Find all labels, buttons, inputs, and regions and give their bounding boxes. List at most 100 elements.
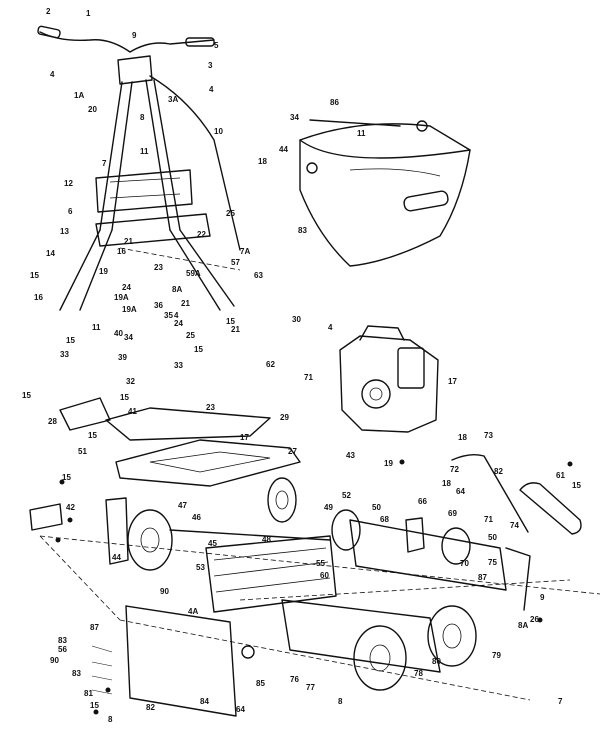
part-callout: 8 [338,697,343,706]
part-callout: 82 [494,467,503,476]
part-callout: 9 [540,593,545,602]
part-callout: 72 [450,465,459,474]
part-callout: 35 [164,311,173,320]
reel-chassis [29,497,507,717]
part-callout: 57 [231,258,240,267]
part-callout: 90 [160,587,169,596]
part-callout: 68 [380,515,389,524]
part-callout: 28 [48,417,57,426]
part-callout: 4 [174,311,179,320]
part-callout: 40 [114,329,123,338]
part-callout: 73 [484,431,493,440]
part-callout: 1 [86,9,91,18]
part-callout: 8 [108,715,113,724]
part-callout: 8A [518,621,528,630]
part-callout: 1A [74,91,84,100]
part-callout: 11 [92,323,101,332]
part-callout: 83 [298,226,307,235]
handle-assembly [37,25,241,311]
part-callout: 39 [118,353,127,362]
part-callout: 15 [572,481,581,490]
part-callout: 15 [62,473,71,482]
part-callout: 79 [492,651,501,660]
grass-bag [299,119,471,267]
part-callout: 83 [58,636,67,645]
part-callout: 44 [279,145,288,154]
part-callout: 10 [214,127,223,136]
part-callout: 32 [126,377,135,386]
part-callout: 14 [46,249,55,258]
part-callout: 19 [99,267,108,276]
part-callout: 42 [66,503,75,512]
part-callout: 18 [258,157,267,166]
part-callout: 33 [60,350,69,359]
part-callout: 71 [484,515,493,524]
part-callout: 74 [510,521,519,530]
part-callout: 53 [196,563,205,572]
part-callout: 15 [90,701,99,710]
wheels [127,477,477,691]
part-callout: 70 [460,559,469,568]
part-callout: 15 [22,391,31,400]
part-callout: 20 [88,105,97,114]
part-callout: 2 [46,7,51,16]
part-callout: 21 [124,237,133,246]
part-callout: 24 [122,283,131,292]
part-callout: 18 [458,433,467,442]
part-callout: 25 [186,331,195,340]
part-callout: 45 [208,539,217,548]
part-callout: 16 [34,293,43,302]
part-callout: 16 [117,247,126,256]
part-callout: 11 [357,129,366,138]
side-linkage [405,453,582,611]
part-callout: 7 [558,697,563,706]
part-callout: 49 [324,503,333,512]
part-callout: 59A [186,269,201,278]
part-callout: 5 [214,41,219,50]
part-callout: 84 [200,697,209,706]
part-callout: 13 [60,227,69,236]
part-callout: 77 [306,683,315,692]
part-callout: 71 [304,373,313,382]
part-callout: 23 [154,263,163,272]
part-callout: 3 [208,61,213,70]
part-callout: 61 [556,471,565,480]
part-callout: 34 [124,333,133,342]
part-callout: 86 [330,98,339,107]
part-callout: 19A [114,293,129,302]
part-callout: 9 [132,31,137,40]
part-callout: 52 [342,491,351,500]
part-callout: 51 [78,447,87,456]
part-callout: 21 [181,299,190,308]
part-callout: 19 [384,459,393,468]
part-callout: 23 [206,403,215,412]
part-callout: 66 [418,497,427,506]
part-callout: 55 [316,559,325,568]
part-callout: 8A [172,285,182,294]
part-callout: 15 [194,345,203,354]
part-callout: 15 [120,393,129,402]
part-callout: 62 [266,360,275,369]
part-callout: 21 [231,325,240,334]
part-callout: 69 [448,509,457,518]
hardware [55,459,573,715]
part-callout: 47 [178,501,187,510]
part-callout: 44 [112,553,121,562]
part-callout: 15 [226,317,235,326]
part-callout: 36 [154,301,163,310]
part-callout: 30 [292,315,301,324]
part-callout: 48 [262,535,271,544]
part-callout: 63 [254,271,263,280]
part-callout: 15 [30,271,39,280]
part-callout: 82 [146,703,155,712]
part-callout: 81 [84,689,93,698]
part-callout: 76 [290,675,299,684]
part-callout: 17 [448,377,457,386]
part-callout: 15 [66,336,75,345]
part-callout: 85 [256,679,265,688]
part-callout: 18 [442,479,451,488]
part-callout: 4 [209,85,214,94]
part-callout: 4 [328,323,333,332]
part-callout: 24 [174,319,183,328]
